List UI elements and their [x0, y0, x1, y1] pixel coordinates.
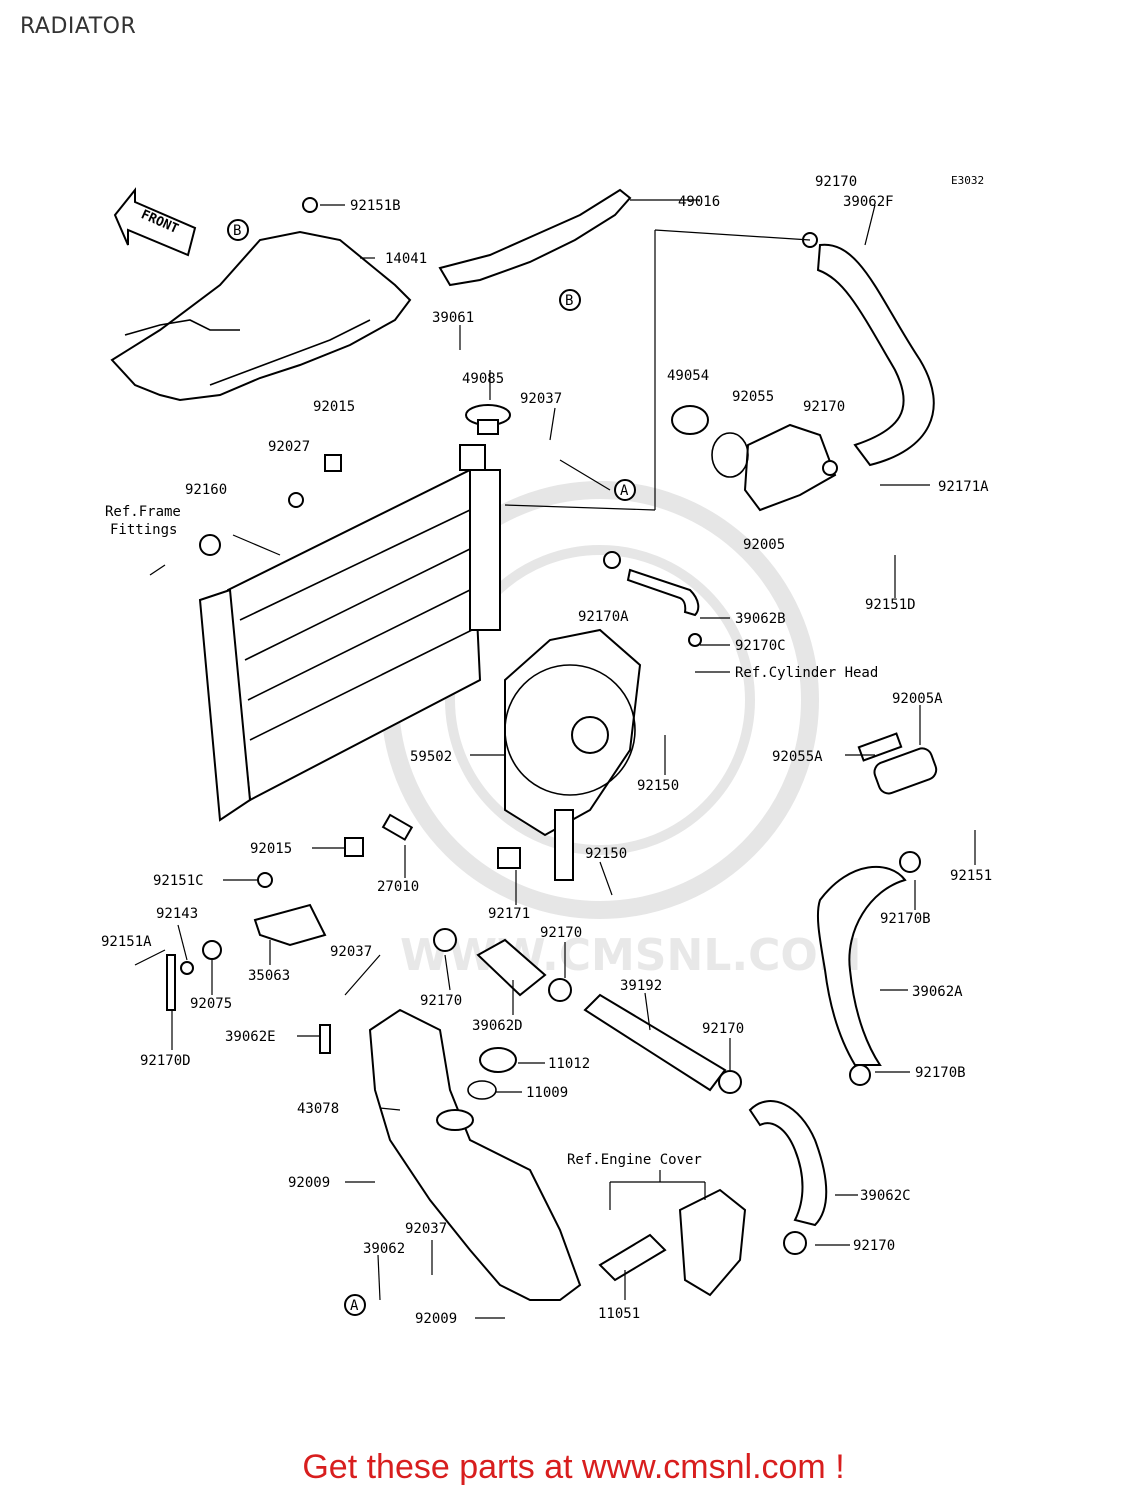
- part-labels: 92151B 14041 49016 92170 39062F 39061 49…: [101, 174, 992, 1327]
- label-49054: 49054: [667, 368, 709, 384]
- get-parts-link[interactable]: Get these parts at www.cmsnl.com !: [302, 1448, 845, 1486]
- label-92170-d: 92170: [420, 993, 462, 1009]
- label-92037: 92037: [520, 391, 562, 407]
- label-92005: 92005: [743, 537, 785, 553]
- lower-hose-a: [816, 866, 907, 1066]
- cooling-fan: [504, 628, 642, 881]
- label-39062F: 39062F: [843, 194, 894, 210]
- label-43078: 43078: [297, 1101, 339, 1117]
- hose-c: [748, 1100, 828, 1227]
- label-92037-lower: 92037: [405, 1221, 447, 1237]
- front-arrow-icon: FRONT: [113, 187, 197, 257]
- label-39062E: 39062E: [225, 1029, 276, 1045]
- reserve-tank: [368, 1008, 582, 1301]
- fasteners: [166, 197, 921, 1255]
- water-pipe: [857, 732, 938, 795]
- label-92170-e: 92170: [702, 1021, 744, 1037]
- label-35063: 35063: [248, 968, 290, 984]
- watermark-text: WWW.CMSNL.COM: [400, 930, 862, 981]
- label-92027: 92027: [268, 439, 310, 455]
- label-92170C: 92170C: [735, 638, 786, 654]
- label-ref-frame: Ref.Frame: [105, 504, 181, 520]
- label-39062B: 39062B: [735, 611, 786, 627]
- label-92075: 92075: [190, 996, 232, 1012]
- upper-hose: [816, 243, 935, 467]
- label-92170B-lower: 92170B: [915, 1065, 966, 1081]
- label-11009: 11009: [526, 1085, 568, 1101]
- label-92160: 92160: [185, 482, 227, 498]
- callout-markers: B B A A: [227, 219, 636, 1316]
- callout-b-2: B: [565, 293, 573, 309]
- radiator-shroud: [110, 230, 412, 402]
- label-92015-lower: 92015: [250, 841, 292, 857]
- label-92171A: 92171A: [938, 479, 989, 495]
- label-92170-c: 92170: [540, 925, 582, 941]
- small-hose: [626, 568, 700, 617]
- label-92170-f: 92170: [853, 1238, 895, 1254]
- label-92170D: 92170D: [140, 1053, 191, 1069]
- label-27010: 27010: [377, 879, 419, 895]
- label-49016: 49016: [678, 194, 720, 210]
- label-ref-fittings: Fittings: [110, 522, 177, 538]
- label-92009: 92009: [288, 1175, 330, 1191]
- label-92151C: 92151C: [153, 873, 204, 889]
- label-92170: 92170: [815, 174, 857, 190]
- label-92151A: 92151A: [101, 934, 152, 950]
- label-92170B: 92170B: [880, 911, 931, 927]
- label-11012: 11012: [548, 1056, 590, 1072]
- label-ref-cylinder-head: Ref.Cylinder Head: [735, 665, 878, 681]
- callout-a-2: A: [350, 1298, 359, 1314]
- label-14041: 14041: [385, 251, 427, 267]
- label-92151B: 92151B: [350, 198, 401, 214]
- label-49085: 49085: [462, 371, 504, 387]
- label-39062C: 39062C: [860, 1188, 911, 1204]
- label-92150-lower: 92150: [585, 846, 627, 862]
- label-39192: 39192: [620, 978, 662, 994]
- mount-bracket: [253, 903, 327, 947]
- label-92151: 92151: [950, 868, 992, 884]
- coolant-pipe: [583, 993, 727, 1092]
- label-92170A: 92170A: [578, 609, 629, 625]
- engine-cover-bracket: [598, 1188, 747, 1297]
- label-92143: 92143: [156, 906, 198, 922]
- label-ref-engine-cover: Ref.Engine Cover: [567, 1152, 702, 1168]
- label-92055A: 92055A: [772, 749, 823, 765]
- label-11051: 11051: [598, 1306, 640, 1322]
- label-39062: 39062: [363, 1241, 405, 1257]
- radiator-core: [198, 444, 501, 822]
- radiator-cap: [465, 404, 511, 435]
- label-92005A: 92005A: [892, 691, 943, 707]
- label-92009-lower: 92009: [415, 1311, 457, 1327]
- callout-a-1: A: [620, 483, 629, 499]
- leader-lines: [134, 199, 976, 1319]
- page-title: RADIATOR: [20, 14, 137, 39]
- label-92151D: 92151D: [865, 597, 916, 613]
- label-92037-mid: 92037: [330, 944, 372, 960]
- label-39062D: 39062D: [472, 1018, 523, 1034]
- label-59502: 59502: [410, 749, 452, 765]
- label-39061: 39061: [432, 310, 474, 326]
- label-92171: 92171: [488, 906, 530, 922]
- label-39062A: 39062A: [912, 984, 963, 1000]
- thermostat-housing: [671, 405, 837, 512]
- reservoir-cap: [467, 1047, 517, 1100]
- label-92015: 92015: [313, 399, 355, 415]
- label-92150: 92150: [637, 778, 679, 794]
- diagram-code: E3032: [951, 174, 985, 187]
- label-92055: 92055: [732, 389, 774, 405]
- seal-strip: [438, 188, 632, 287]
- callout-b-1: B: [233, 223, 241, 239]
- hose-d: [476, 938, 547, 997]
- label-92170: 92170: [803, 399, 845, 415]
